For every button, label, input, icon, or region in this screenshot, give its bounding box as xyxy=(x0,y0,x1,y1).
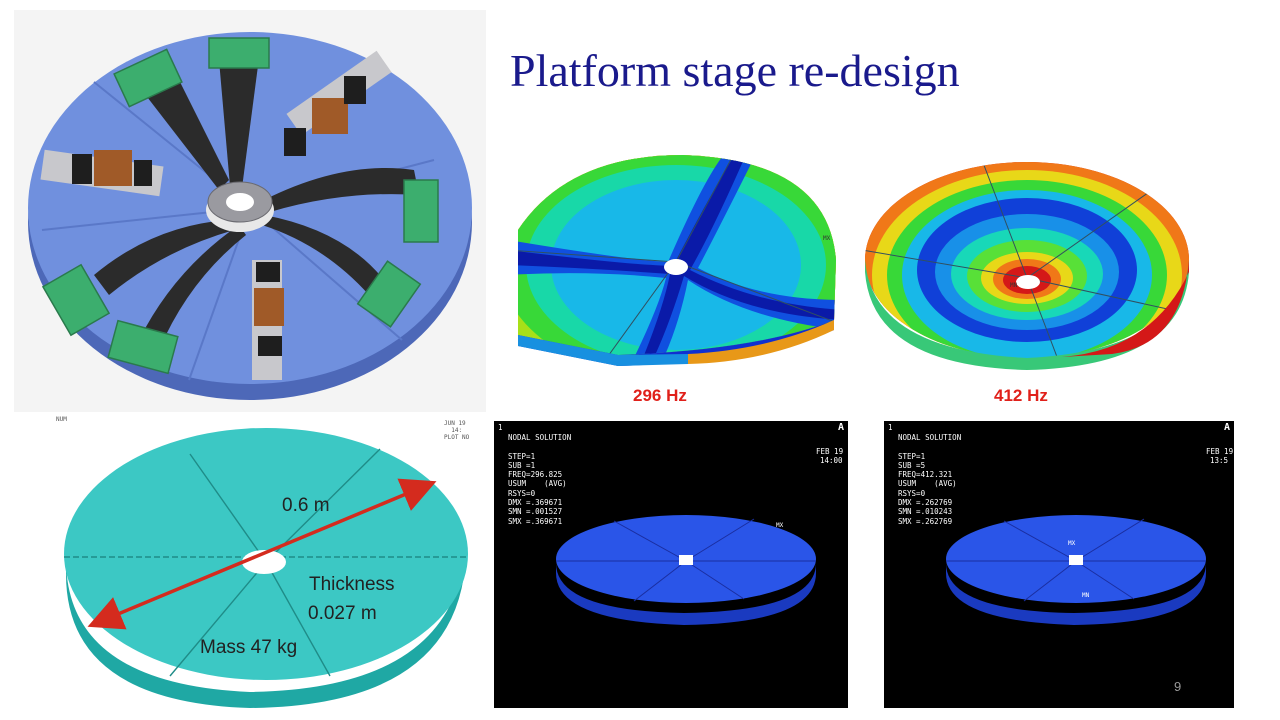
ansys-legend-block: NODAL SOLUTION STEP=1 SUB =1 FREQ=296.82… xyxy=(508,433,571,526)
diameter-label: 0.6 m xyxy=(282,495,330,516)
legend-line: NODAL SOLUTION xyxy=(508,433,572,442)
ansys-date: FEB 19 2 xyxy=(816,447,853,456)
mesh-corner-right: JUN 19 14: PLOT NO xyxy=(444,420,470,441)
ansys-mn-label: MN xyxy=(684,558,692,565)
legend-line: RSYS=0 xyxy=(508,488,536,498)
ansys-mn-label: MN xyxy=(1082,592,1090,599)
mass-label: Mass 47 kg xyxy=(200,637,298,658)
legend-line: SUB =1 xyxy=(508,460,536,470)
legend-line: FREQ=412.321 xyxy=(898,470,953,480)
ansys-legend-block: NODAL SOLUTION STEP=1 SUB =5 FREQ=412.32… xyxy=(898,433,961,526)
legend-line: STEP=1 xyxy=(898,451,926,461)
slide-title: Platform stage re-design xyxy=(510,45,960,96)
ansys-mx-label: MX xyxy=(776,522,784,529)
ansys-date: FEB 19 xyxy=(1206,447,1234,456)
ansys-logo: A xyxy=(838,422,845,433)
ansys-corner-num: 1 xyxy=(888,423,893,432)
ansys-logo: A xyxy=(1224,422,1231,433)
mx-label: MX xyxy=(823,235,831,242)
ansys-time: 13:5 xyxy=(1210,456,1229,465)
mode-shape-contour-296: MX xyxy=(508,150,843,370)
legend-line: USUM (AVG) xyxy=(508,479,567,489)
legend-line: SMN =.001527 xyxy=(508,507,563,517)
legend-line: NODAL SOLUTION xyxy=(898,433,962,442)
legend-line: FREQ=296.825 xyxy=(508,470,563,480)
legend-line: RSYS=0 xyxy=(898,488,926,498)
legend-line: SUB =5 xyxy=(898,460,926,470)
legend-line: USUM (AVG) xyxy=(898,479,957,489)
cad-assembly-image xyxy=(14,10,486,412)
ansys-result-panel-1: 1 A NODAL SOLUTION STEP=1 SUB =1 FREQ=29… xyxy=(494,421,852,708)
ansys-disk-render xyxy=(556,515,816,625)
mode-shape-contour-412: MN xyxy=(862,160,1192,370)
ansys-disk-render xyxy=(946,515,1206,625)
thickness-value: 0.027 m xyxy=(308,603,377,624)
thickness-label: Thickness xyxy=(309,574,395,595)
frequency-label-mode1: 296 Hz xyxy=(633,386,687,405)
mn-label: MN xyxy=(1010,282,1018,289)
legend-line: DMX =.369671 xyxy=(508,498,563,508)
ansys-mx-label: MX xyxy=(1068,540,1076,547)
ansys-time: 14:00 xyxy=(820,456,843,465)
legend-line: STEP=1 xyxy=(508,451,536,461)
slide-page-number: 9 xyxy=(1174,679,1182,694)
legend-line: DMX =.262769 xyxy=(898,498,953,508)
legend-line: SMX =.262769 xyxy=(898,516,953,526)
diameter-arrow xyxy=(87,478,437,630)
ansys-result-panel-2: 1 A NODAL SOLUTION STEP=1 SUB =5 FREQ=41… xyxy=(884,421,1234,708)
frequency-label-mode2: 412 Hz xyxy=(994,386,1048,405)
legend-line: SMN =.010243 xyxy=(898,507,953,517)
mesh-corner-left: NUM xyxy=(56,416,67,423)
ansys-corner-num: 1 xyxy=(498,423,503,432)
legend-line: SMX =.369671 xyxy=(508,516,563,526)
